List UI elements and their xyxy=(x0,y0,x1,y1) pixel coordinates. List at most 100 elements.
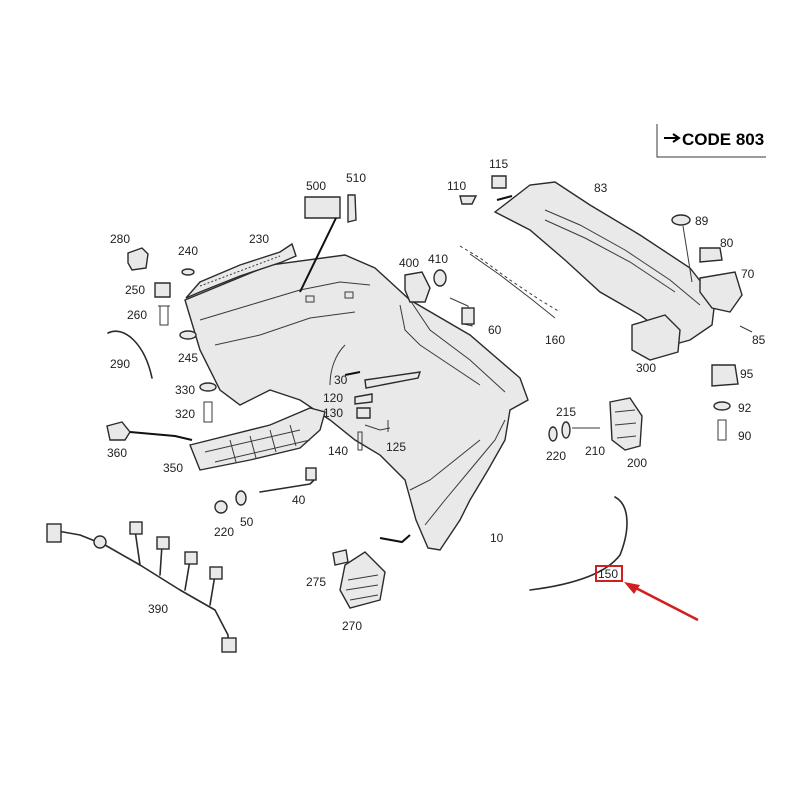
clip-110 xyxy=(459,195,478,205)
sensor-300 xyxy=(631,314,681,361)
fasteners-left xyxy=(154,268,197,340)
clip-80 xyxy=(699,247,723,263)
label-240: 240 xyxy=(178,244,198,258)
label-30: 30 xyxy=(334,373,348,387)
nut-240 xyxy=(181,268,195,276)
fastener-510 xyxy=(347,194,357,223)
label-130: 130 xyxy=(323,406,343,420)
label-215: 215 xyxy=(556,405,576,419)
leader-83 xyxy=(496,195,513,201)
label-200: 200 xyxy=(627,456,647,470)
code-text: CODE 803 xyxy=(682,130,764,149)
label-85: 85 xyxy=(752,333,766,347)
screw-90 xyxy=(717,419,727,441)
label-210: 210 xyxy=(585,444,605,458)
label-120: 120 xyxy=(323,391,343,405)
label-510: 510 xyxy=(346,171,366,185)
clip-280 xyxy=(127,247,149,271)
panel-350 xyxy=(189,407,326,471)
highlight-arrow xyxy=(629,583,699,622)
leader-30 xyxy=(344,371,361,376)
arrowhead-icon xyxy=(624,582,640,594)
cap-500 xyxy=(304,196,341,219)
label-125: 125 xyxy=(386,440,406,454)
label-70: 70 xyxy=(741,267,755,281)
center-bracket xyxy=(354,371,422,451)
bracket-230 xyxy=(185,242,297,299)
label-160: 160 xyxy=(545,333,565,347)
label-250: 250 xyxy=(125,283,145,297)
sensor-125 xyxy=(364,420,391,432)
grille-270 xyxy=(339,551,386,609)
clip-130 xyxy=(356,407,371,419)
label-350: 350 xyxy=(163,461,183,475)
label-140: 140 xyxy=(328,444,348,458)
washer-50 xyxy=(235,490,247,506)
clip-360 xyxy=(106,421,131,441)
strip-160 xyxy=(459,245,561,313)
clip-120 xyxy=(354,393,373,405)
label-150: 150 xyxy=(598,567,618,581)
strip-160-edge xyxy=(469,253,556,319)
label-110: 110 xyxy=(447,179,466,193)
clip-250 xyxy=(154,282,171,298)
label-220-left: 220 xyxy=(214,525,234,539)
leader-10 xyxy=(379,534,411,544)
arch-trim-290 xyxy=(107,330,153,379)
grille-slats xyxy=(345,574,379,601)
label-500: 500 xyxy=(306,179,326,193)
label-300: 300 xyxy=(636,361,656,375)
ring-410 xyxy=(433,269,447,287)
label-390: 390 xyxy=(148,602,168,616)
ring-215 xyxy=(561,421,571,439)
nut-220 xyxy=(214,500,228,514)
label-60: 60 xyxy=(488,323,502,337)
label-275: 275 xyxy=(306,575,326,589)
label-95: 95 xyxy=(740,367,754,381)
bracket-60-body xyxy=(461,307,475,325)
code-box: CODE 803 xyxy=(656,124,766,158)
nut-89 xyxy=(671,214,691,226)
leader-89 xyxy=(682,225,693,283)
rod-end-40 xyxy=(305,467,317,481)
trim-strip-150 xyxy=(529,496,628,591)
nut-220-right xyxy=(548,426,558,442)
highlight-box xyxy=(595,565,623,582)
clip-95 xyxy=(711,364,739,387)
part-labels: 10 30 40 50 60 70 80 83 85 89 90 92 95 1… xyxy=(107,157,766,633)
label-90: 90 xyxy=(738,429,752,443)
label-400: 400 xyxy=(399,256,419,270)
label-290: 290 xyxy=(110,357,130,371)
label-360: 360 xyxy=(107,446,127,460)
clip-115 xyxy=(491,175,507,189)
arrow-right-icon xyxy=(664,133,681,143)
label-80: 80 xyxy=(720,236,734,250)
label-89: 89 xyxy=(695,214,709,228)
label-245: 245 xyxy=(178,351,198,365)
label-270: 270 xyxy=(342,619,362,633)
washer-245 xyxy=(179,330,197,340)
wiring-harness-390 xyxy=(46,521,237,653)
label-320: 320 xyxy=(175,407,195,421)
pin-85 xyxy=(739,325,753,333)
label-83: 83 xyxy=(594,181,608,195)
label-410: 410 xyxy=(428,252,448,266)
label-260: 260 xyxy=(127,308,147,322)
bracket-30 xyxy=(364,371,422,389)
screw-140 xyxy=(357,431,363,451)
washer-330 xyxy=(199,382,217,392)
washer-92 xyxy=(713,401,731,411)
sensor-400 xyxy=(404,271,431,303)
label-40: 40 xyxy=(292,493,306,507)
screw-320 xyxy=(203,401,213,423)
screw-260 xyxy=(158,305,170,326)
label-50: 50 xyxy=(240,515,254,529)
bracket-70 xyxy=(699,271,743,313)
label-115: 115 xyxy=(489,157,508,171)
upper-reinforcement xyxy=(493,181,716,346)
label-220-right: 220 xyxy=(546,449,566,463)
label-10: 10 xyxy=(490,531,504,545)
leader-360 xyxy=(129,431,193,441)
bracket-200 xyxy=(609,397,643,451)
